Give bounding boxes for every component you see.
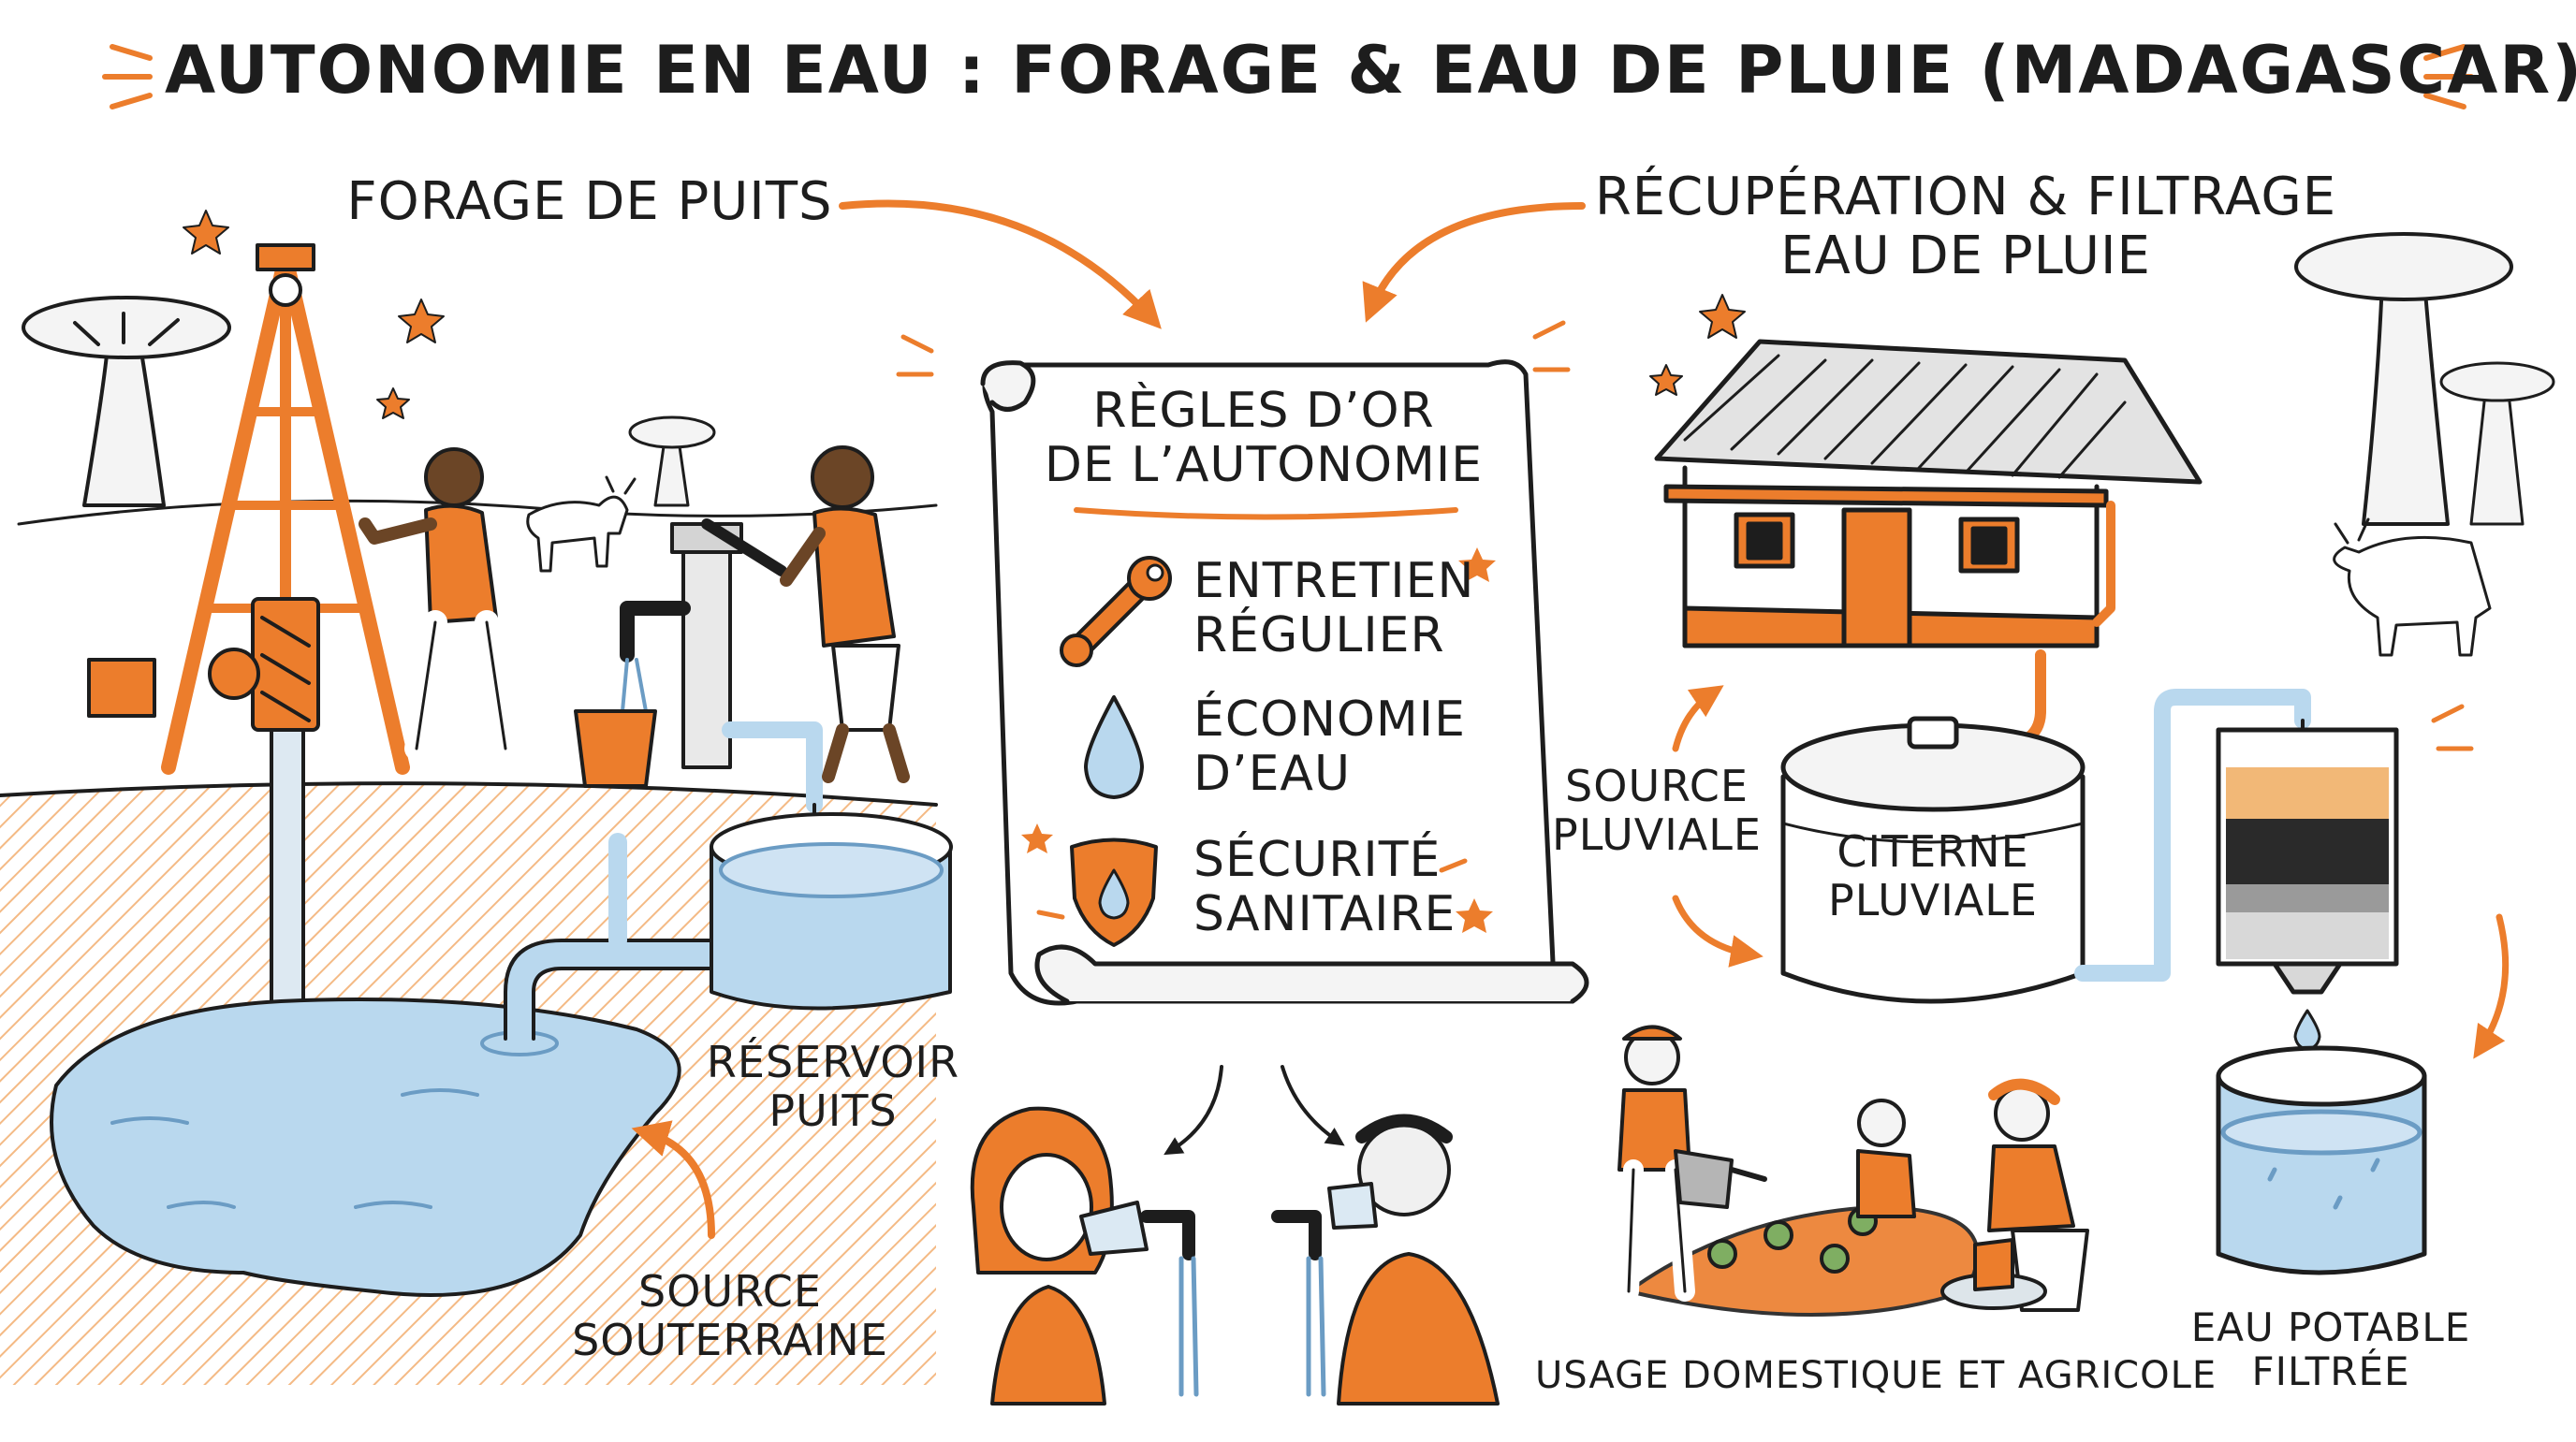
arrow-left-to-scroll: [839, 199, 1162, 329]
wrench-icon: [1060, 556, 1172, 667]
worker-at-pump: [780, 445, 910, 783]
baobab-tree-right-small: [2439, 361, 2555, 526]
rule-maintenance-line2: RÉGULIER: [1193, 607, 1445, 664]
arrow-into-cistern-bottom: [1672, 895, 1764, 968]
title-dashes-right: [2423, 44, 2474, 109]
rule-maintenance: ENTRETIEN RÉGULIER: [1193, 554, 1474, 663]
label-domestic-agricultural-use: USAGE DOMESTIQUE ET AGRICOLE: [1535, 1354, 2217, 1397]
label-underground-source: SOURCE SOUTERRAINE: [562, 1266, 899, 1365]
page-title: AUTONOMIE EN EAU : FORAGE & EAU DE PLUIE…: [165, 32, 2576, 109]
zebu-left: [526, 475, 637, 573]
rule-water-saving: ÉCONOMIE D’EAU: [1193, 692, 1466, 803]
arrow-source-underground: [631, 1120, 715, 1239]
underground-water-pool: [50, 998, 681, 1297]
girl-drinking: [970, 1106, 1199, 1406]
heading-rainwater-line2: EAU DE PLUIE: [1780, 225, 2151, 286]
well-reservoir: [710, 812, 953, 1011]
rule-sanitary-safety: SÉCURITÉ SANITAIRE: [1193, 832, 1456, 943]
heading-rainwater: RÉCUPÉRATION & FILTRAGE EAU DE PLUIE: [1591, 168, 2340, 285]
label-rain-cistern-line2: PLUVIALE: [1828, 874, 2038, 925]
house: [1654, 339, 2203, 745]
label-rain-source-line2: PLUVIALE: [1552, 808, 1762, 860]
label-rain-cistern: CITERNE PLUVIALE: [1811, 826, 2055, 925]
label-well-reservoir-line1: RÉSERVOIR: [706, 1037, 960, 1087]
arrow-right-to-scroll: [1362, 202, 1586, 323]
stars-right: [1649, 294, 1746, 396]
filter-sparks: [2431, 704, 2474, 751]
drilling-rig: [87, 243, 410, 775]
rule-sanitary-safety-line2: SANITAIRE: [1193, 886, 1456, 943]
label-rain-cistern-line1: CITERNE: [1837, 826, 2029, 877]
rule-water-saving-line1: ÉCONOMIE: [1193, 692, 1466, 748]
label-well-reservoir: RÉSERVOIR PUITS: [693, 1037, 973, 1136]
label-underground-source-line1: SOURCE: [638, 1266, 822, 1317]
water-filter: [2216, 727, 2399, 995]
label-rain-source: SOURCE PLUVIALE: [1535, 761, 1778, 860]
rain-cistern: [1780, 716, 2086, 1004]
shield-drop-icon: [1070, 838, 1158, 947]
boy-drinking: [1271, 1114, 1500, 1406]
arrow-scroll-to-boy: [1281, 1065, 1345, 1146]
scroll-stars: [1021, 547, 1496, 933]
label-rain-source-line1: SOURCE: [1565, 761, 1749, 811]
arrow-into-cistern-top: [1672, 685, 1724, 752]
rule-water-saving-line2: D’EAU: [1193, 746, 1352, 803]
label-well-reservoir-line2: PUITS: [768, 1085, 898, 1136]
rules-title: RÈGLES D’OR DE L’AUTONOMIE: [1039, 383, 1488, 494]
baobab-tree-left: [22, 296, 231, 507]
scroll-sparks: [896, 320, 1571, 920]
title-dashes-left: [102, 44, 153, 109]
baobab-tree-right-large: [2294, 232, 2513, 526]
woman-washing: [1940, 1078, 2089, 1312]
man-with-watering-can: [1617, 1025, 1767, 1302]
label-underground-source-line2: SOUTERRAINE: [572, 1314, 888, 1365]
potable-water-tank: [2216, 1045, 2427, 1275]
arrow-scroll-to-girl: [1164, 1065, 1223, 1156]
worker-at-rig: [359, 447, 518, 761]
zebu-right: [2333, 517, 2492, 657]
rules-title-line1: RÈGLES D’OR: [1092, 383, 1435, 439]
rule-maintenance-line1: ENTRETIEN: [1193, 553, 1475, 609]
baobab-tree-small: [628, 415, 716, 507]
water-drop-icon: [1084, 695, 1144, 799]
heading-rainwater-line1: RÉCUPÉRATION & FILTRAGE: [1594, 167, 2337, 227]
arrow-filter-to-tank: [2473, 913, 2510, 1059]
heading-well-drilling: FORAGE DE PUITS: [346, 171, 833, 232]
hand-pump: [574, 518, 824, 850]
rules-title-line2: DE L’AUTONOMIE: [1044, 437, 1484, 494]
label-filtered-drinking-water: EAU POTABLE FILTRÉE: [2190, 1305, 2471, 1393]
child-gardening: [1856, 1099, 1916, 1218]
rule-sanitary-safety-line1: SÉCURITÉ: [1193, 832, 1442, 888]
pipe-to-reservoir: [504, 833, 725, 1053]
label-filtered-drinking-water-line1: EAU POTABLE: [2190, 1304, 2471, 1350]
stars-left: [183, 210, 445, 419]
label-filtered-drinking-water-line2: FILTRÉE: [2251, 1348, 2410, 1395]
